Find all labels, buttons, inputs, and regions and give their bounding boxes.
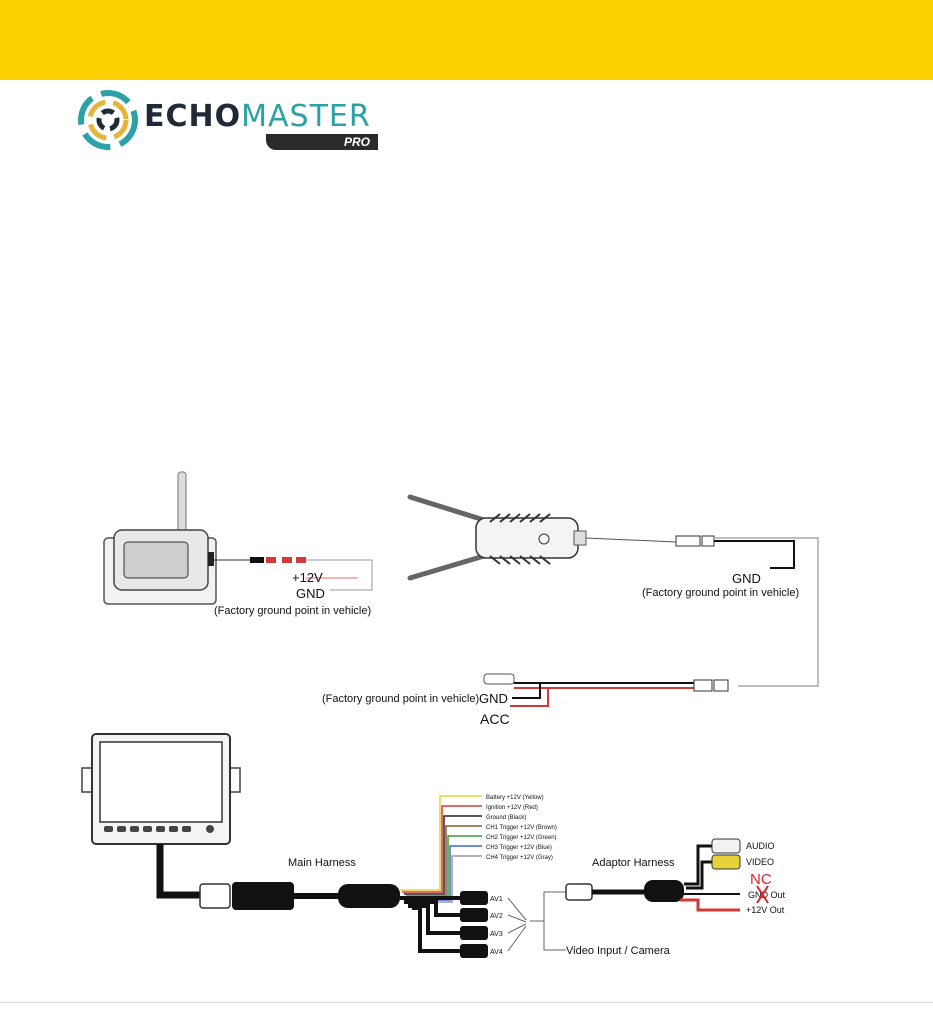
page-bottom-divider: [0, 1002, 933, 1003]
receiver-antenna-bottom-icon: [407, 553, 487, 581]
power-gnd-label: GND: [479, 691, 508, 706]
av-branch-cables: [400, 896, 460, 953]
wire-ignition-label: Ignition +12V (Red): [486, 805, 538, 811]
power-plug-1: [693, 679, 713, 692]
power-acc-label: ACC: [480, 711, 510, 727]
video-rca-icon: [711, 854, 741, 870]
logo-pro-text: PRO: [344, 135, 371, 149]
wireless-receiver: GND (Factory ground point in vehicle): [407, 494, 819, 687]
monitor-buttons: [104, 825, 214, 833]
top-banner: [0, 0, 933, 80]
av2-label: AV2: [490, 913, 503, 920]
av3-label: AV3: [490, 931, 503, 938]
camera-fuse-red-1: [266, 557, 276, 563]
adaptor-harness-group: Adaptor Harness AUDIO VIDEO NC GND Out +…: [530, 838, 786, 957]
logo-pro-badge: PRO: [266, 134, 378, 150]
v12-out-wire: [680, 898, 740, 912]
audio-label: AUDIO: [746, 841, 775, 851]
receiver-gnd-label: GND: [732, 571, 761, 586]
power-acc-wire: [510, 688, 549, 707]
wire-ch4-label: CH4 Trigger +12V (Gray): [486, 855, 553, 861]
receiver-fins: [489, 513, 551, 565]
v12-out-label: +12V Out: [746, 905, 785, 915]
adaptor-plug: [565, 883, 593, 901]
receiver-gnd-wire: [714, 540, 795, 569]
av-arrows: [507, 897, 527, 952]
video-input-label: Video Input / Camera: [566, 945, 671, 957]
video-wire: [686, 860, 712, 890]
logo-word-echo: ECHO: [144, 99, 242, 134]
camera-factory-ground-label: (Factory ground point in vehicle): [214, 605, 371, 617]
nc-label: NC: [750, 871, 772, 888]
receiver-antenna-top-icon: [407, 494, 487, 523]
wire-ch3-label: CH3 Trigger +12V (Blue): [486, 845, 552, 851]
receiver-factory-ground-label: (Factory ground point in vehicle): [642, 587, 799, 599]
receiver-pair-button: [538, 533, 550, 545]
main-harness-plug-female: [232, 882, 294, 910]
logo-word-master: MASTER: [241, 99, 371, 134]
wire-battery-label: Battery +12V (Yellow): [486, 795, 544, 801]
camera-plug: [250, 557, 264, 563]
receiver-body: [475, 517, 579, 559]
power-factory-ground-label: (Factory ground point in vehicle): [322, 693, 479, 705]
camera-fuse-red-2: [282, 557, 292, 563]
camera-gnd-wire: [306, 559, 373, 591]
wire-ch2-label: CH2 Trigger +12V (Green): [486, 835, 557, 841]
adaptor-splitter: [644, 880, 684, 902]
main-harness-label: Main Harness: [288, 857, 356, 869]
adaptor-bracket-line: [543, 891, 566, 951]
power-gnd-wire: [512, 683, 541, 699]
power-fuse-holder: [483, 673, 515, 685]
logo-wordmark: ECHOMASTER: [144, 102, 371, 132]
receiver-cable: [585, 537, 677, 543]
receiver-plug-2: [701, 535, 715, 547]
wire-ch1-label: CH1 Trigger +12V (Brown): [486, 825, 557, 831]
main-harness-plug-male: [199, 883, 231, 909]
monitor-screen: [99, 741, 223, 823]
camera-fuse-red-3: [296, 557, 306, 563]
receiver-plug-1: [675, 535, 701, 547]
monitor-cable: [156, 844, 204, 899]
audio-rca-icon: [711, 838, 741, 854]
camera-lens-window: [123, 541, 189, 579]
wireless-camera: +12V GND (Factory ground point in vehicl…: [103, 471, 373, 617]
power-plug-2: [713, 679, 729, 692]
wire-ground-label: Ground (Black): [486, 815, 526, 821]
receiver-connector: [573, 530, 587, 546]
camera-connector: [208, 552, 214, 566]
gnd-out-label: GND Out: [748, 890, 786, 900]
av-connectors: [460, 891, 488, 958]
main-harness-splitter: [338, 884, 400, 908]
echomaster-pro-logo: ECHOMASTER PRO: [78, 90, 388, 150]
main-harness-group: Main Harness Battery +12V (Yellow) Ignit…: [199, 795, 557, 958]
wire-ground: [404, 815, 482, 895]
power-harness: (Factory ground point in vehicle) GND AC…: [322, 673, 729, 727]
av4-label: AV4: [490, 949, 503, 956]
main-harness-wires: [400, 795, 482, 903]
adaptor-harness-label: Adaptor Harness: [592, 857, 675, 869]
av1-label: AV1: [490, 896, 503, 903]
camera-12v-label: +12V: [292, 570, 323, 585]
audio-wire: [684, 844, 712, 886]
logo-swirl-icon: [78, 90, 138, 150]
receiver-power-loop-wire: [714, 537, 819, 687]
camera-gnd-label: GND: [296, 586, 325, 601]
video-label: VIDEO: [746, 857, 774, 867]
monitor: [81, 733, 241, 899]
nc-cross-icon: [756, 885, 769, 904]
wire-ignition: [402, 805, 482, 893]
wire-battery: [400, 795, 482, 891]
